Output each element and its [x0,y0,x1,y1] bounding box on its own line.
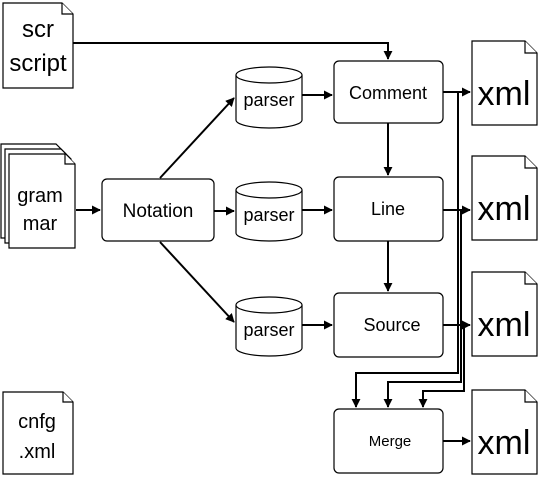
parser-bot-label: parser [243,320,294,340]
parser-cylinder-middle: parser [235,181,303,242]
xml-document-3: xml [471,271,538,357]
arrow-notation-to-parser-top [159,97,235,179]
parser-top-label: parser [243,90,294,110]
arrow-script-to-comment [73,42,393,60]
connectors [73,42,471,446]
parser-cylinder-bottom: parser [235,296,303,357]
comment-box: Comment [333,60,444,124]
xml-3-label: xml [478,306,531,344]
parser-cylinder-top: parser [235,66,303,129]
scr-script-line1: scr [22,16,54,43]
comment-label: Comment [349,83,427,103]
xml-1-label: xml [478,75,531,113]
cnfg-xml-document: cnfg .xml [2,391,74,475]
grammar-document-stack: gram mar [0,143,76,249]
cnfg-line1: cnfg [18,411,56,433]
line-box: Line [333,176,444,242]
grammar-line2: mar [23,213,58,235]
xml-document-4: xml [471,389,538,475]
line-label: Line [371,199,405,219]
arrow-xml2-to-merge [383,209,468,408]
notation-label: Notation [123,201,194,222]
source-label: Source [363,315,420,335]
xml-document-1: xml [471,40,538,126]
xml-document-2: xml [471,155,538,241]
grammar-line1: gram [17,185,63,207]
parser-mid-label: parser [243,205,294,225]
xml-2-label: xml [478,190,531,228]
merge-box: Merge [333,408,444,474]
source-box: Source [333,292,444,358]
merge-label: Merge [369,433,412,450]
arrow-xml1-to-merge [351,91,468,408]
xml-4-label: xml [478,424,531,462]
scr-script-document: scr script [2,2,74,89]
scr-script-line2: script [9,50,67,77]
cnfg-line2: .xml [19,441,56,463]
arrow-xml3-to-merge [418,324,468,408]
arrow-notation-to-parser-bot [159,241,235,323]
notation-box: Notation [101,178,215,242]
